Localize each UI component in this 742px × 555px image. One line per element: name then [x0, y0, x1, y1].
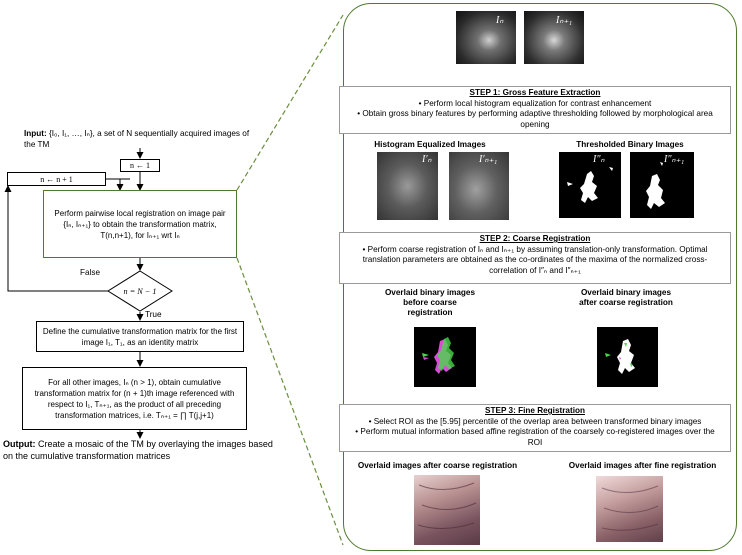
- overlay-before-title: Overlaid binary images before coarse reg…: [384, 288, 476, 317]
- thresh-image-n: I″ₙ: [559, 152, 621, 218]
- overlay-after-image: [597, 327, 658, 387]
- increment-label: n ← n + 1: [40, 174, 73, 184]
- step3-bullet-1: • Select ROI as the [5.95] percentile of…: [368, 416, 702, 426]
- true-label: True: [145, 310, 162, 319]
- cumulative-box: For all other images, Iₙ (n > 1), obtain…: [22, 367, 247, 430]
- increment-box: n ← n + 1: [7, 172, 106, 186]
- final-coarse-texture: [417, 482, 477, 529]
- false-label: False: [80, 268, 101, 277]
- thresh-label-n: I″ₙ: [593, 154, 605, 165]
- hist-image-n1: I′ₙ₊₁: [449, 152, 509, 220]
- final-coarse-title: Overlaid images after coarse registratio…: [357, 461, 518, 470]
- step1-box: STEP 1: Gross Feature Extraction • Perfo…: [339, 86, 731, 134]
- overlay-before-image: [414, 327, 476, 387]
- final-fine-title: Overlaid images after fine registration: [568, 461, 717, 470]
- hist-label-n1: I′ₙ₊₁: [479, 154, 498, 165]
- step3-bullet-2: • Perform mutual information based affin…: [355, 427, 715, 447]
- raw-image-n: Iₙ: [456, 11, 516, 64]
- decision-label: n = N − 1: [123, 287, 157, 296]
- thresh-image-n1: I″ₙ₊₁: [630, 152, 694, 218]
- step2-title: STEP 2: Coarse Registration: [479, 234, 591, 243]
- step1-bullet-1: • Perform local histogram equalization f…: [418, 98, 652, 108]
- step3-title: STEP 3: Fine Registration: [485, 406, 585, 415]
- step2-box: STEP 2: Coarse Registration • Perform co…: [339, 232, 731, 284]
- input-text: Input: {I₀, I₁, …, Iₙ}, a set of N seque…: [24, 128, 254, 150]
- registration-label: Perform pairwise local registration on i…: [54, 208, 226, 240]
- decision-diamond: [107, 270, 173, 312]
- hist-image-n: I′ₙ: [377, 152, 438, 220]
- input-label: Input:: [24, 129, 47, 138]
- cumulative-label: For all other images, Iₙ (n > 1), obtain…: [34, 377, 235, 420]
- raw-label-n1: Iₙ₊₁: [556, 15, 573, 26]
- thresh-blobs-n1: [646, 162, 665, 209]
- step3-box: STEP 3: Fine Registration • Select ROI a…: [339, 404, 731, 452]
- output-label: Output:: [3, 439, 36, 449]
- input-description: {I₀, I₁, …, Iₙ}, a set of N sequentially…: [24, 129, 250, 149]
- identity-box: Define the cumulative transformation mat…: [36, 321, 244, 352]
- output-text: Output: Create a mosaic of the TM by ove…: [3, 438, 273, 462]
- overlay-before-blobs: [422, 337, 455, 374]
- step2-bullet-1: • Perform coarse registration of Iₙ and …: [362, 244, 708, 275]
- hist-title: Histogram Equalized Images: [374, 140, 486, 149]
- hist-label-n: I′ₙ: [422, 154, 432, 165]
- init-box: n ← 1: [120, 159, 160, 172]
- init-label: n ← 1: [130, 161, 150, 170]
- raw-label-n: Iₙ: [496, 15, 504, 26]
- step1-title: STEP 1: Gross Feature Extraction: [469, 88, 601, 97]
- thresh-label-n1: I″ₙ₊₁: [664, 154, 685, 165]
- overlay-after-title: Overlaid binary images after coarse regi…: [579, 288, 673, 307]
- raw-image-n1: Iₙ₊₁: [524, 11, 584, 64]
- step1-bullet-2: • Obtain gross binary features by perfor…: [357, 109, 713, 129]
- thresh-blobs-n: [567, 167, 613, 203]
- final-coarse-image: [414, 475, 480, 545]
- final-fine-texture: [601, 485, 659, 531]
- identity-label: Define the cumulative transformation mat…: [42, 326, 238, 347]
- final-fine-image: [596, 476, 663, 542]
- output-description: Create a mosaic of the TM by overlaying …: [3, 439, 273, 461]
- overlay-after-blobs: [605, 339, 635, 374]
- thresh-title: Thresholded Binary Images: [576, 140, 684, 149]
- registration-box: Perform pairwise local registration on i…: [43, 190, 237, 258]
